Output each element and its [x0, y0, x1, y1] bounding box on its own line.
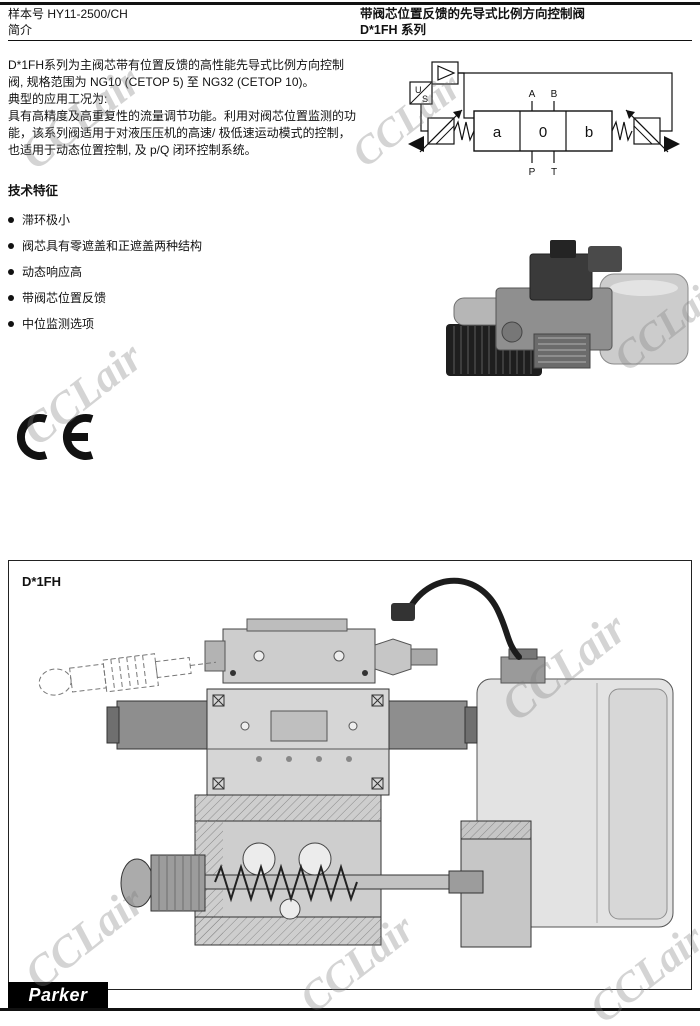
intro-paragraph-1: D*1FH系列为主阀芯带有位置反馈的高性能先导式比例方向控制阀, 规格范围为 N… [8, 58, 345, 89]
features-list: 滞环极小 阀芯具有零遮盖和正遮盖两种结构 动态响应高 带阀芯位置反馈 中位监测选… [8, 212, 358, 333]
feature-label: 中位监测选项 [22, 317, 95, 331]
bullet-icon [8, 217, 14, 223]
bullet-icon [8, 321, 14, 327]
header-right: 带阀芯位置反馈的先导式比例方向控制阀 D*1FH 系列 [360, 6, 585, 38]
feature-label: 动态响应高 [22, 265, 83, 279]
bullet-icon [8, 269, 14, 275]
bullet-icon [8, 243, 14, 249]
parker-logo: Parker [8, 982, 108, 1009]
series-title: D*1FH 系列 [360, 23, 426, 37]
schematic-label-u: U [415, 85, 422, 95]
list-item: 带阀芯位置反馈 [8, 290, 358, 307]
schematic-label-a: a [493, 124, 502, 141]
schematic-label-s: S [422, 94, 428, 104]
list-item: 中位监测选项 [8, 316, 358, 333]
bullet-icon [8, 295, 14, 301]
list-item: 阀芯具有零遮盖和正遮盖两种结构 [8, 238, 358, 255]
ce-mark-icon [10, 412, 98, 467]
page-title: 带阀芯位置反馈的先导式比例方向控制阀 [360, 7, 586, 21]
schematic-port-T: T [551, 167, 557, 178]
product-photo [438, 236, 693, 396]
schematic-port-P: P [529, 167, 536, 178]
intro-paragraph-2: 具有高精度及高重复性的流量调节功能。利用对阀芯位置监测的功能，该系列阀适用于对液… [8, 109, 357, 157]
feature-label: 阀芯具有零遮盖和正遮盖两种结构 [22, 239, 203, 253]
hydraulic-schematic: U S a 0 b A [362, 56, 694, 199]
schematic-label-0: 0 [539, 124, 547, 141]
technical-drawing-box: D*1FH [8, 560, 692, 990]
features-heading: 技术特征 [8, 184, 59, 198]
list-item: 动态响应高 [8, 264, 358, 281]
intro-paragraph-label: 典型的应用工况为: [8, 92, 108, 106]
technical-drawing [38, 577, 674, 948]
feature-label: 带阀芯位置反馈 [22, 291, 107, 305]
feature-label: 滞环极小 [22, 213, 71, 227]
top-rule [0, 2, 700, 5]
schematic-port-A: A [529, 89, 536, 100]
drawing-title: D*1FH [22, 574, 62, 589]
header-left: 样本号 HY11-2500/CH 简介 [8, 6, 128, 38]
brand-name: Parker [28, 985, 88, 1005]
list-item: 滞环极小 [8, 212, 358, 229]
doc-number: 样本号 HY11-2500/CH [8, 7, 128, 21]
header-rule [8, 40, 692, 41]
bottom-rule [0, 1008, 700, 1011]
schematic-label-b: b [585, 124, 593, 141]
intro-column: D*1FH系列为主阀芯带有位置反馈的高性能先导式比例方向控制阀, 规格范围为 N… [8, 57, 358, 342]
section-title: 简介 [8, 23, 33, 37]
schematic-port-B: B [551, 89, 558, 100]
